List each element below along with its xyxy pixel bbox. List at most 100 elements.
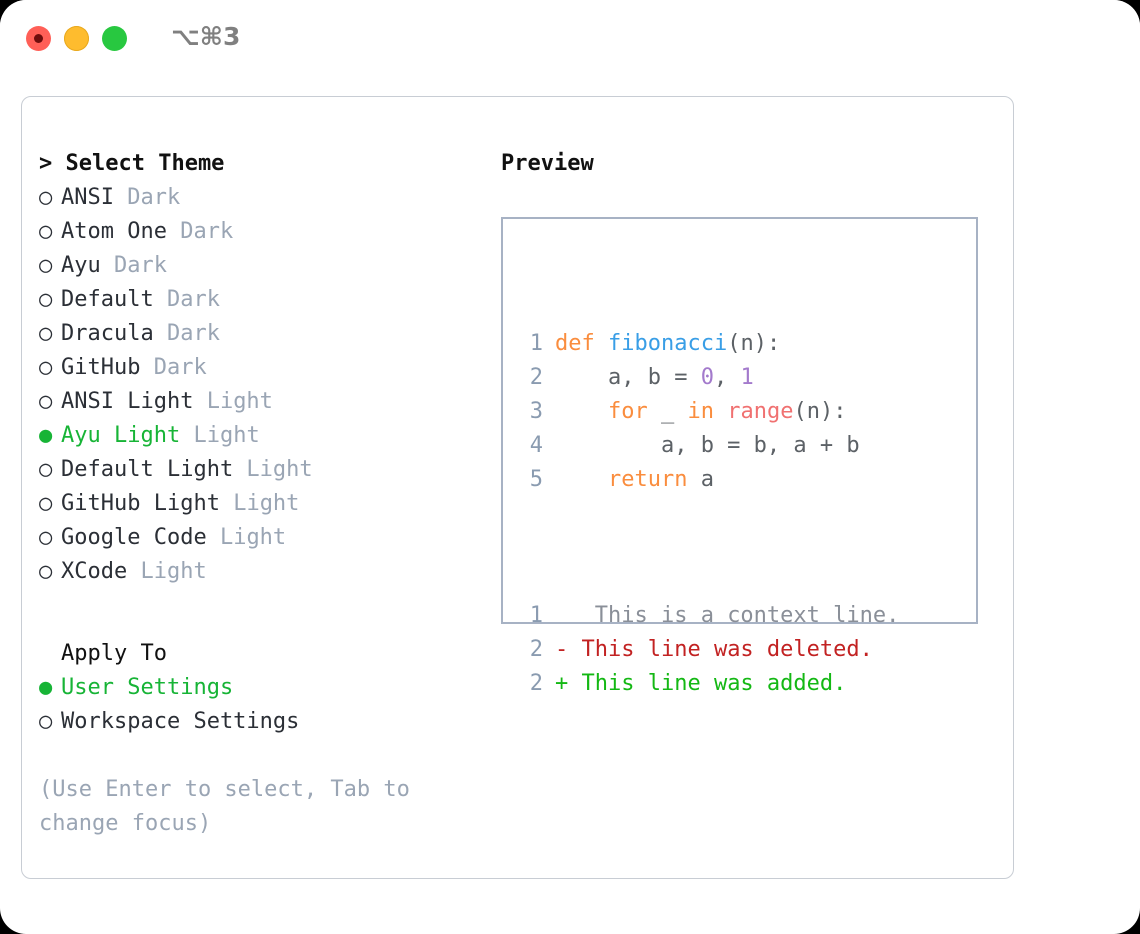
line-number: 1 xyxy=(529,603,543,628)
spacer xyxy=(39,589,469,637)
theme-option-label: ANSI xyxy=(61,185,114,210)
theme-option-label: Atom One xyxy=(61,219,167,244)
diff-line: 1 This is a context line. xyxy=(519,599,900,633)
theme-variant-tag: Dark xyxy=(153,287,220,312)
theme-variant-tag: Dark xyxy=(113,185,181,210)
theme-option-github[interactable]: ○GitHub Dark xyxy=(39,351,469,385)
radio-unselected-icon: ○ xyxy=(39,185,53,210)
keyboard-hint-text: (Use Enter to select, Tab to change focu… xyxy=(39,777,424,836)
code-token: in xyxy=(687,399,714,424)
theme-variant-tag: Dark xyxy=(153,321,220,346)
theme-option-label: Google Code xyxy=(61,525,207,550)
line-number: 1 xyxy=(529,331,543,356)
radio-unselected-icon: ○ xyxy=(39,219,53,244)
keyboard-shortcut-label: ⌥⌘3 xyxy=(171,22,241,51)
line-number: 2 xyxy=(529,637,543,662)
code-token xyxy=(595,331,608,356)
theme-variant-tag: Dark xyxy=(166,219,234,244)
minimize-window-button[interactable] xyxy=(64,26,89,51)
line-number: 2 xyxy=(529,365,543,390)
theme-option-label: Default Light xyxy=(61,457,234,482)
theme-variant-tag: Light xyxy=(233,457,313,482)
select-theme-header: > Select Theme xyxy=(39,151,225,176)
code-token: ( xyxy=(727,331,741,356)
theme-option-label: GitHub Light xyxy=(61,491,220,516)
radio-unselected-icon: ○ xyxy=(39,253,53,278)
theme-option-atom-one[interactable]: ○ Atom One Dark xyxy=(39,215,469,249)
theme-option-label: XCode xyxy=(61,559,128,584)
code-token: (n): xyxy=(793,399,847,424)
radio-unselected-icon: ○ xyxy=(39,491,53,516)
theme-option-default-light[interactable]: ○Default Light Light xyxy=(39,453,469,487)
close-window-button[interactable] xyxy=(26,26,51,51)
theme-option-label: Default xyxy=(61,287,154,312)
code-token: 1 xyxy=(740,365,754,390)
apply-to-option-user-settings[interactable]: ● User Settings xyxy=(39,671,469,705)
theme-variant-tag: Dark xyxy=(100,253,167,278)
code-token: _ xyxy=(647,399,688,424)
diff-text: This line was added. xyxy=(568,671,847,696)
title-bar: ⌥⌘3 xyxy=(0,0,1140,78)
code-token: , xyxy=(713,365,741,390)
diff-sample: 1 This is a context line.2- This line wa… xyxy=(519,599,900,701)
apply-to-option-workspace-settings[interactable]: ○ Workspace Settings xyxy=(39,705,469,739)
radio-selected-icon: ● xyxy=(39,675,53,700)
theme-option-ansi[interactable]: ○ ANSI Dark xyxy=(39,181,469,215)
apply-to-option-list: ● User Settings ○ Workspace Settings xyxy=(39,671,469,739)
line-number: 5 xyxy=(529,467,543,492)
code-token: fibonacci xyxy=(608,331,728,356)
theme-option-github-light[interactable]: ○GitHub Light Light xyxy=(39,487,469,521)
apply-to-header: Apply To xyxy=(61,641,167,666)
radio-unselected-icon: ○ xyxy=(39,321,53,346)
code-line: 3 for _ in range(n): xyxy=(519,395,899,429)
diff-line: 2- This line was deleted. xyxy=(519,633,899,667)
theme-option-default[interactable]: ○Default Dark xyxy=(39,283,469,317)
radio-selected-icon: ● xyxy=(39,423,53,448)
code-token: return xyxy=(607,467,688,492)
diff-marker: - xyxy=(555,637,569,662)
code-token: a, b = b, a + b xyxy=(555,433,860,458)
theme-option-google-code[interactable]: ○Google Code Light xyxy=(39,521,469,555)
theme-option-list: ○ANSI Dark○Atom One Dark○Ayu Dark○Defaul… xyxy=(39,181,469,589)
apply-to-option-label: User Settings xyxy=(61,675,234,700)
code-token: a xyxy=(687,467,714,492)
maximize-window-button[interactable] xyxy=(102,26,127,51)
code-line: 4 a, b = b, a + b xyxy=(519,429,899,463)
theme-option-ayu-light[interactable]: ●Ayu Light Light xyxy=(39,419,469,453)
theme-option-label: Ayu Light xyxy=(61,423,181,448)
code-token xyxy=(714,399,727,424)
theme-option-xcode[interactable]: ○ XCode Light xyxy=(39,555,469,589)
theme-option-dracula[interactable]: ○ Dracula Dark xyxy=(39,317,469,351)
theme-picker-column: > Select Theme ○ANSI Dark○Atom One Dark○… xyxy=(39,147,469,841)
theme-variant-tag: Dark xyxy=(140,355,207,380)
theme-option-label: Ayu xyxy=(61,253,101,278)
theme-option-ayu[interactable]: ○ Ayu Dark xyxy=(39,249,469,283)
theme-option-label: ANSI Light xyxy=(61,389,194,414)
line-number: 2 xyxy=(529,671,543,696)
code-token: n xyxy=(740,331,754,356)
code-token xyxy=(555,399,608,424)
code-line: 5 return a xyxy=(519,463,899,497)
theme-option-ansi-light[interactable]: ○ ANSI Light Light xyxy=(39,385,469,419)
apply-to-option-label: Workspace Settings xyxy=(61,709,300,734)
code-token: range xyxy=(727,399,794,424)
diff-marker xyxy=(555,603,568,628)
code-token: ): xyxy=(753,331,781,356)
theme-variant-tag: Light xyxy=(127,559,207,584)
radio-unselected-icon: ○ xyxy=(39,559,53,584)
code-line: 1 def fibonacci(n): xyxy=(519,327,899,361)
theme-option-label: Dracula xyxy=(61,321,154,346)
radio-unselected-icon: ○ xyxy=(39,709,53,734)
code-token: def xyxy=(555,331,595,356)
theme-variant-tag: Light xyxy=(193,389,273,414)
diff-text: This is a context line. xyxy=(568,603,900,628)
spacer xyxy=(39,739,469,773)
radio-unselected-icon: ○ xyxy=(39,389,53,414)
code-token: a, b = xyxy=(555,365,701,390)
code-token: 0 xyxy=(700,365,714,390)
